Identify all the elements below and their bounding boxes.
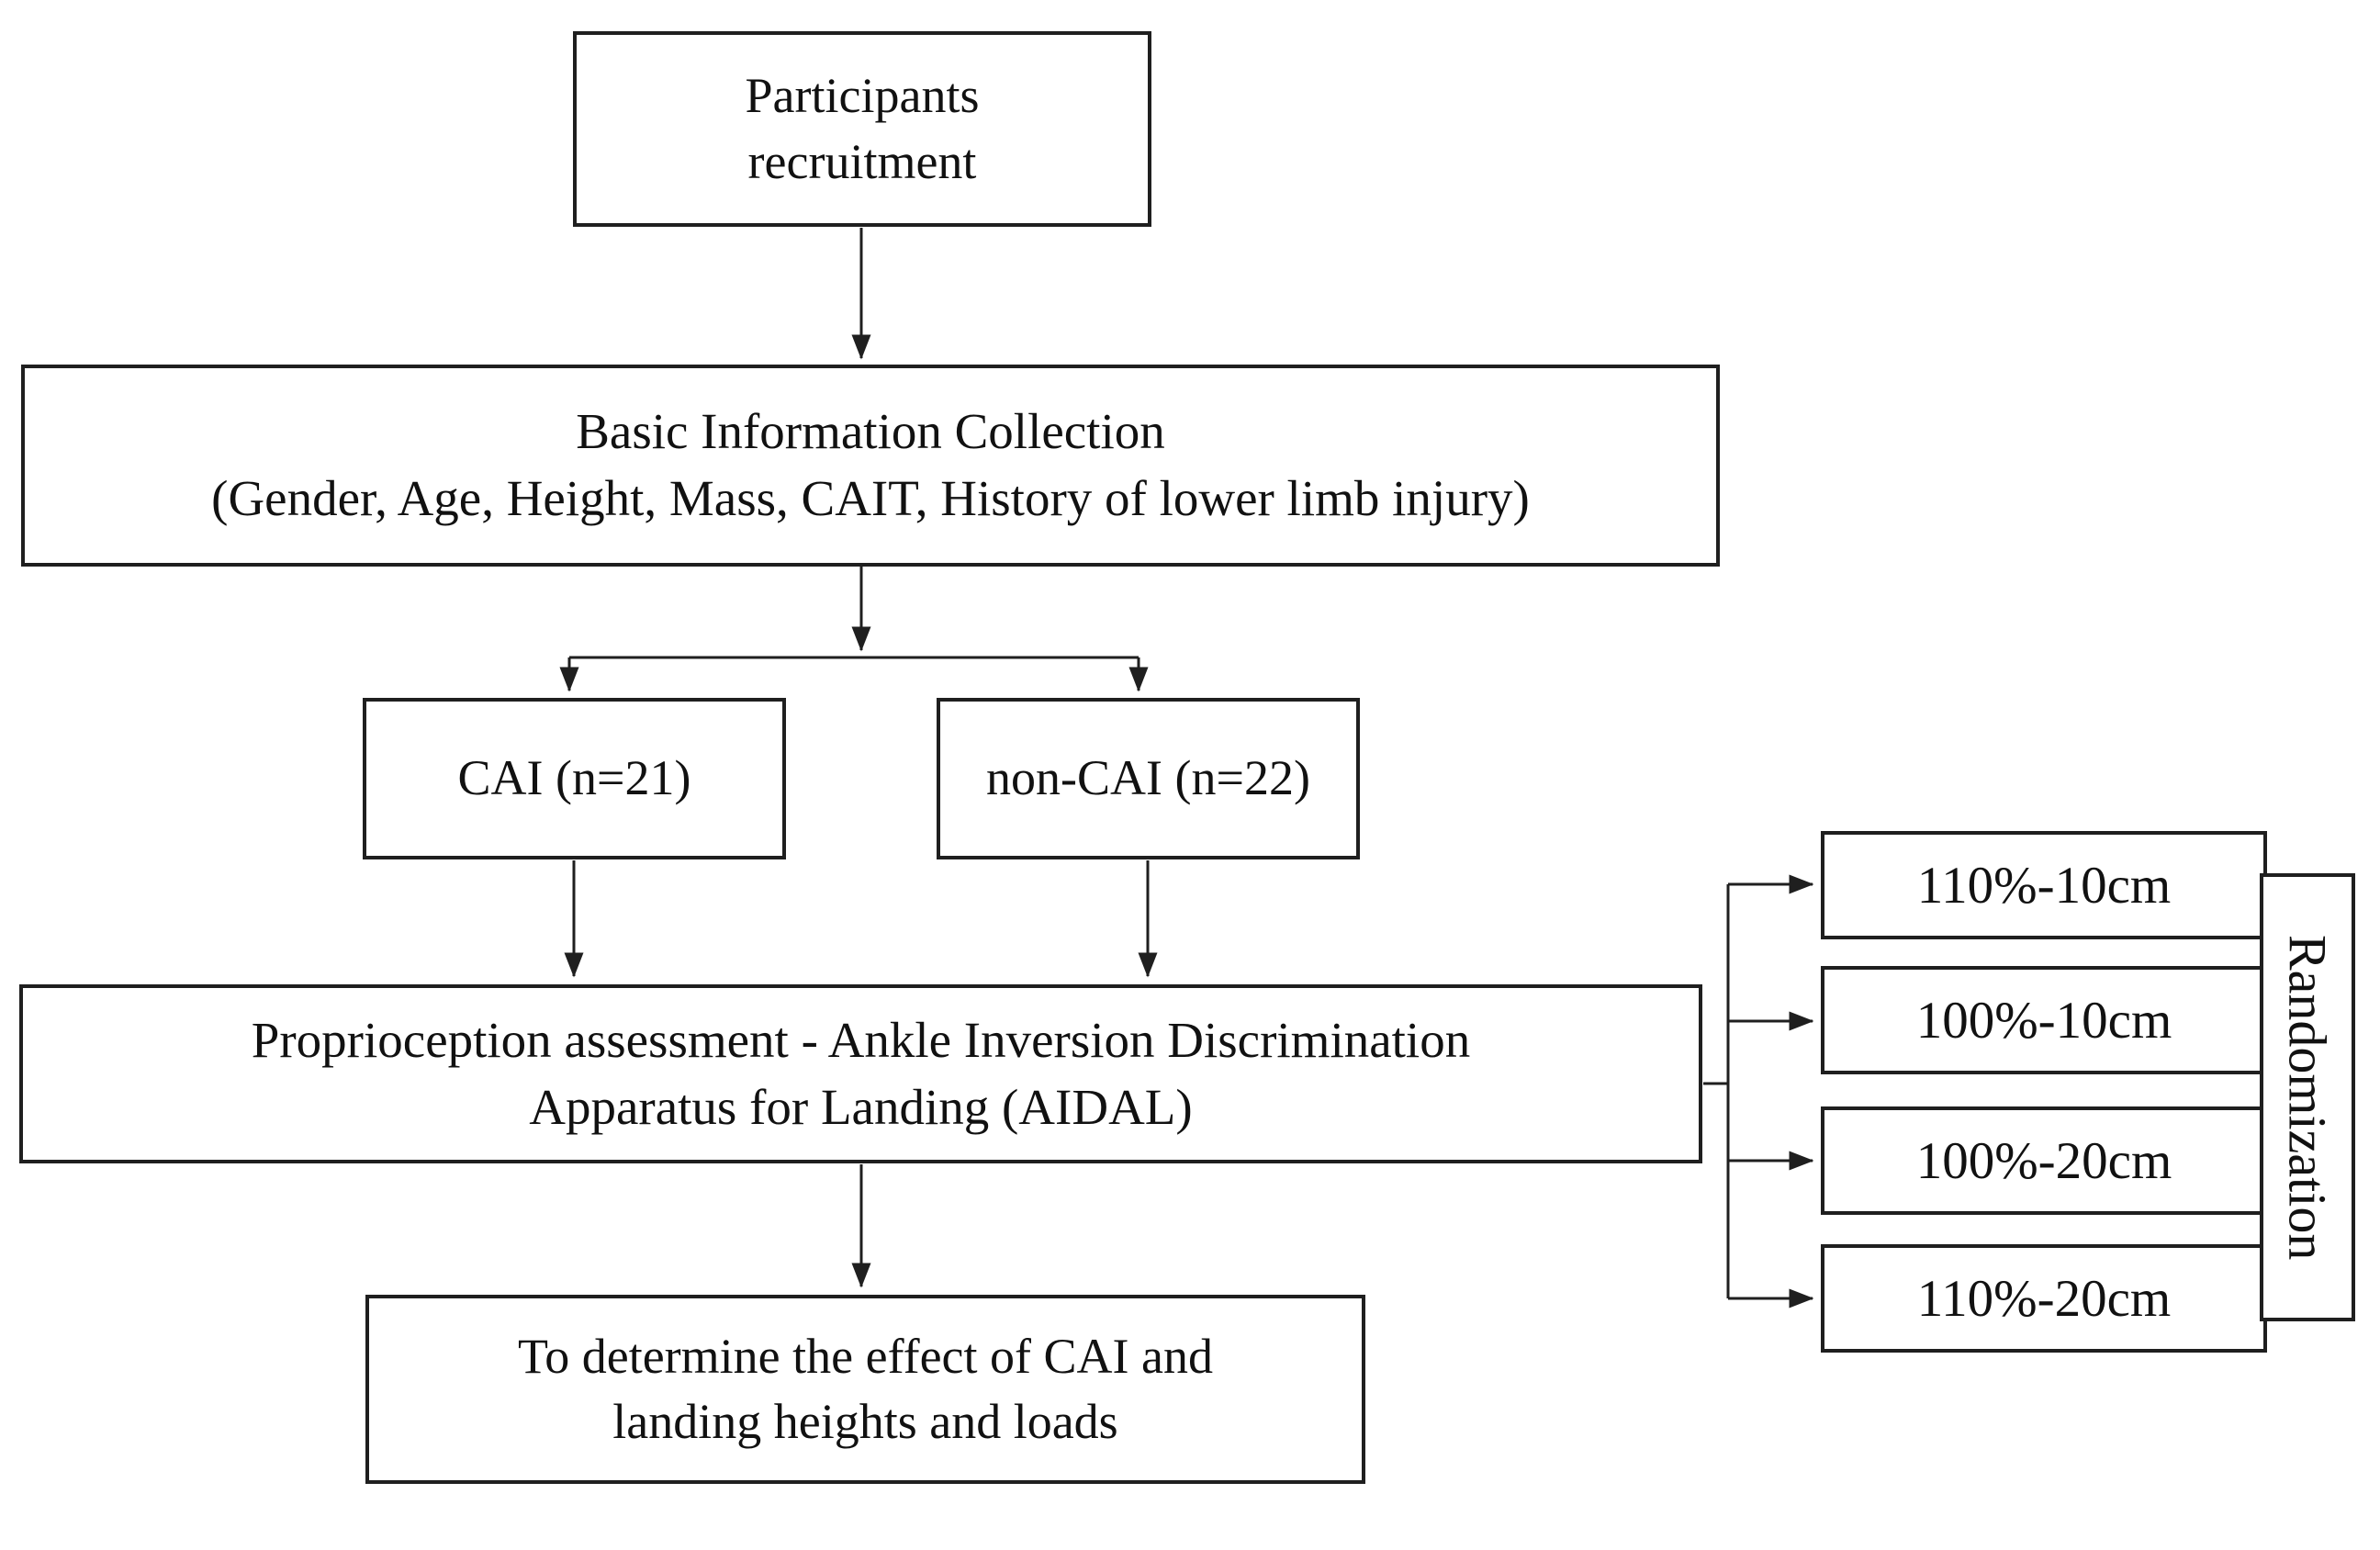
node-proprioception-assessment-aidal: Proprioception assessment - Ankle Invers…: [19, 984, 1702, 1163]
node-condition-100pct-10cm: 100%-10cm: [1821, 966, 2267, 1074]
node-study-outcome: To determine the effect of CAI and landi…: [365, 1295, 1365, 1484]
node-cai-group: CAI (n=21): [363, 698, 786, 859]
node-randomization-label: Randomization: [2260, 873, 2355, 1321]
branch-trunk-line: [1703, 884, 1730, 1298]
node-non-cai-group: non-CAI (n=22): [937, 698, 1360, 859]
node-condition-100pct-20cm: 100%-20cm: [1821, 1106, 2267, 1215]
node-participants-recruitment: Participants recruitment: [573, 31, 1151, 227]
node-condition-110pct-10cm: 110%-10cm: [1821, 831, 2267, 939]
node-condition-110pct-20cm: 110%-20cm: [1821, 1244, 2267, 1353]
node-basic-information-collection: Basic Information Collection (Gender, Ag…: [21, 365, 1720, 567]
